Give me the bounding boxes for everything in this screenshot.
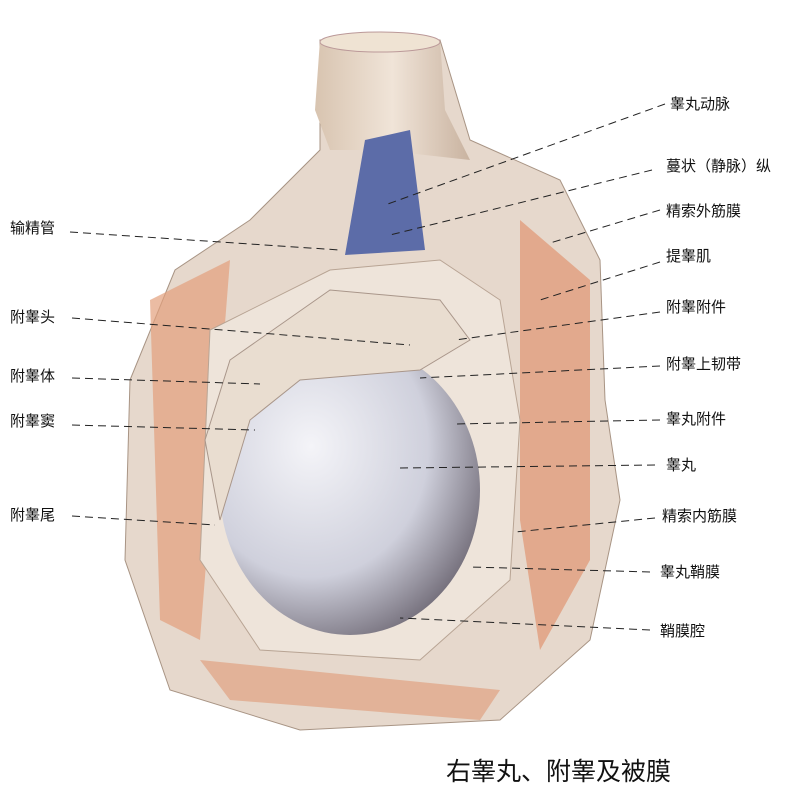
label-epididymis-head: 附睾头 — [10, 308, 56, 326]
label-tunica-vaginalis: 睾丸鞘膜 — [660, 563, 721, 581]
label-vas-deferens: 输精管 — [10, 219, 56, 237]
epididymis — [204, 289, 471, 521]
figure-title: 右睾丸、附睾及被膜 — [446, 757, 672, 786]
label-vaginal-cavity: 鞘膜腔 — [660, 622, 706, 640]
label-epididymal-sinus: 附睾窦 — [10, 412, 56, 430]
label-epididymis-body: 附睾体 — [10, 367, 56, 385]
testis — [220, 345, 480, 635]
pampiniform-plexus — [345, 130, 425, 255]
spermatic-cord — [315, 40, 470, 160]
label-epididymis-tail: 附睾尾 — [10, 506, 56, 524]
label-superior-ligament: 附睾上韧带 — [666, 355, 742, 373]
label-cremaster: 提睾肌 — [666, 247, 712, 265]
leader-lines — [69, 103, 666, 631]
label-external-spermatic-fascia: 精索外筋膜 — [666, 202, 742, 220]
label-appendix-epididymis: 附睾附件 — [666, 298, 727, 316]
label-internal-spermatic-fascia: 精索内筋膜 — [662, 507, 738, 525]
label-appendix-testis: 睾丸附件 — [666, 410, 727, 428]
label-testis: 睾丸 — [666, 456, 697, 474]
label-testicular-artery: 睾丸动脉 — [670, 95, 731, 113]
label-pampiniform-plexus: 蔓状（静脉）纵 — [666, 157, 772, 175]
